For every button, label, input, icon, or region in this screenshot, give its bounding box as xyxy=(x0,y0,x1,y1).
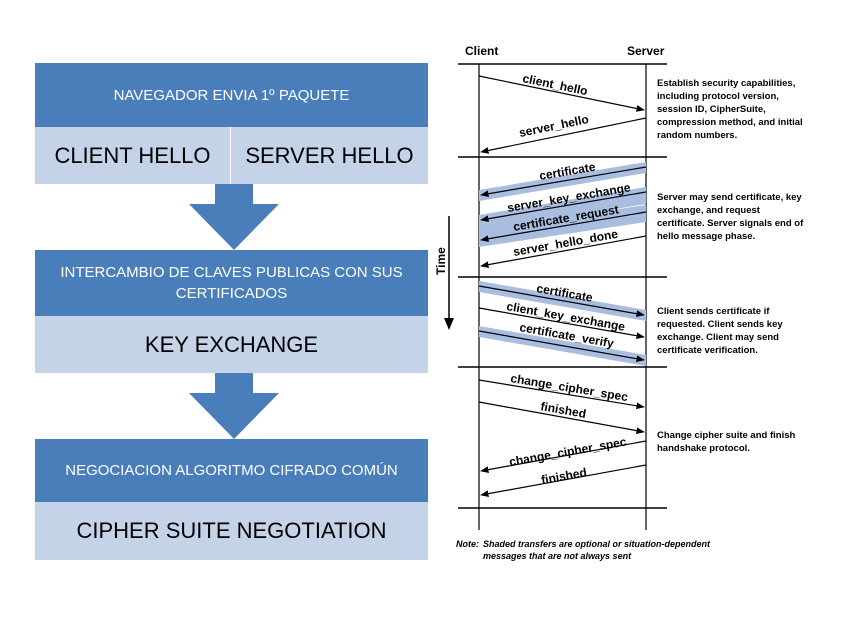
msg-change-cipher-spec-s: change_cipher_spec xyxy=(508,434,628,468)
arrow-certificate-verify xyxy=(478,330,645,363)
step1-header-text: NAVEGADOR ENVIA 1º PAQUETE xyxy=(113,86,350,104)
cipher-suite-box: CIPHER SUITE NEGOTIATION xyxy=(35,502,428,560)
msg-finished-s: finished xyxy=(540,465,588,487)
arrow-change-cipher-spec-s xyxy=(480,440,647,473)
client-hello-box: CLIENT HELLO xyxy=(35,127,231,184)
step2-header-text: INTERCAMBIO DE CLAVES PUBLICAS CON SUS C… xyxy=(60,264,403,302)
client-hello-label: CLIENT HELLO xyxy=(54,142,211,168)
arrow-certificate-c xyxy=(478,285,645,318)
server-hello-label: SERVER HELLO xyxy=(245,142,414,168)
phase4-description: Change cipher suite and finish handshake… xyxy=(657,430,796,454)
arrow-server-hello-done xyxy=(480,235,647,268)
time-arrow-icon xyxy=(444,318,454,330)
step3-header-text: NEGOCIACION ALGORITMO CIFRADO COMÚN xyxy=(65,462,398,479)
note-text: Shaded transfers are optional or situati… xyxy=(483,539,711,561)
down-arrow-2 xyxy=(189,373,279,439)
msg-server-hello: server_hello xyxy=(518,112,590,140)
time-label: Time xyxy=(434,247,448,275)
key-exchange-label: KEY EXCHANGE xyxy=(144,331,319,357)
arrow-certificate-s xyxy=(480,166,647,198)
arrow-finished-s xyxy=(480,464,647,497)
arrow-client-key-exchange xyxy=(478,307,645,340)
arrow-change-cipher-spec-c xyxy=(478,379,645,410)
step1-header: NAVEGADOR ENVIA 1º PAQUETE xyxy=(35,63,428,127)
arrow-server-key-exchange xyxy=(480,191,647,223)
down-arrow-1 xyxy=(189,184,279,250)
server-hello-box: SERVER HELLO xyxy=(231,127,428,184)
arrow-client-hello xyxy=(478,75,645,112)
arrow-server-hello xyxy=(480,117,647,154)
arrow-certificate-request xyxy=(480,211,647,243)
note-label: Note: xyxy=(456,539,479,549)
arrow-finished-c xyxy=(478,401,645,434)
key-exchange-box: KEY EXCHANGE xyxy=(35,316,428,373)
phase2-description: Server may send certificate, key exchang… xyxy=(657,192,804,242)
step2-header: INTERCAMBIO DE CLAVES PUBLICAS CON SUS C… xyxy=(35,250,428,316)
msg-client-hello: client_hello xyxy=(521,71,588,98)
shade-server-key-exchange xyxy=(479,187,646,232)
cipher-suite-label: CIPHER SUITE NEGOTIATION xyxy=(76,518,387,543)
phase3-description: Client sends certificate if requested. C… xyxy=(657,306,783,356)
client-label: Client xyxy=(465,44,498,58)
server-label: Server xyxy=(627,44,665,58)
phase1-description: Establish security capabilities, includi… xyxy=(657,78,803,141)
step3-header: NEGOCIACION ALGORITMO CIFRADO COMÚN xyxy=(35,439,428,502)
msg-change-cipher-spec-c: change_cipher_spec xyxy=(510,371,630,404)
